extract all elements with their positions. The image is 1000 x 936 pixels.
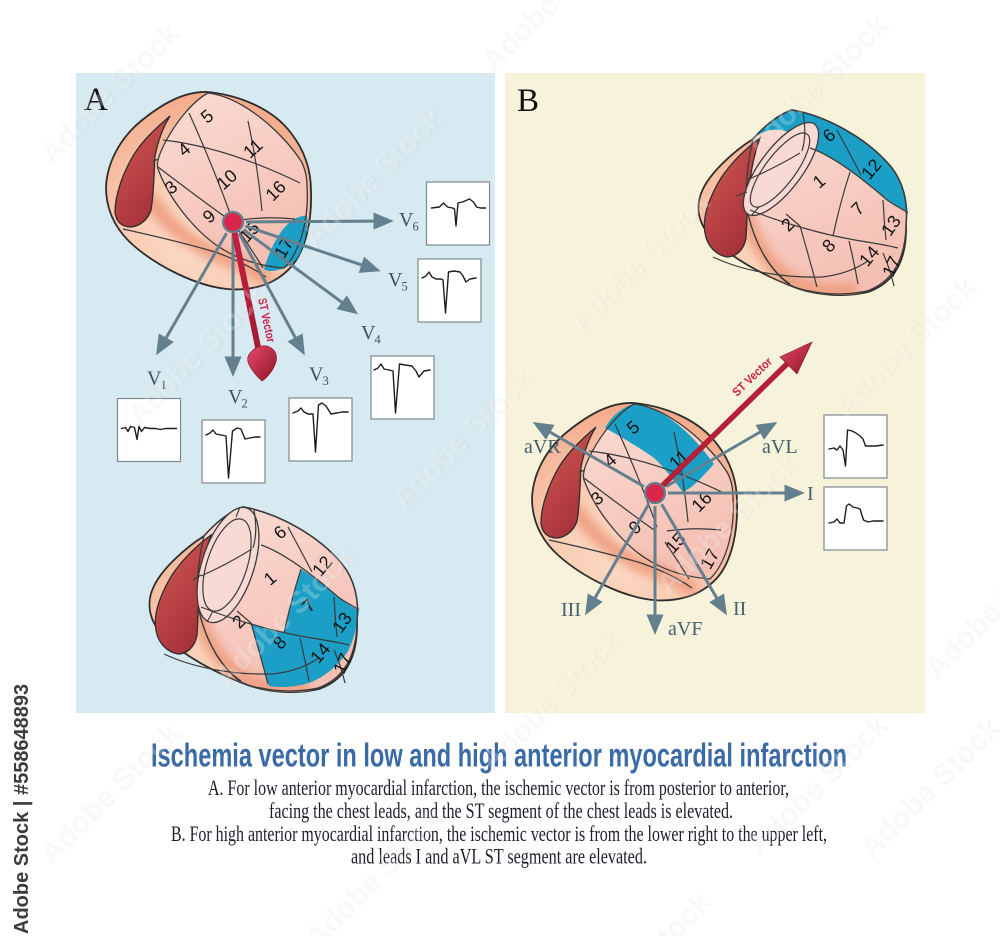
svg-text:B. For high anterior myocardia: B. For high anterior myocardial infarcti…	[171, 821, 827, 846]
svg-text:aVR: aVR	[524, 436, 561, 458]
svg-text:V: V	[147, 368, 162, 390]
svg-text:V: V	[309, 364, 324, 386]
svg-text:5: 5	[402, 280, 408, 294]
svg-text:4: 4	[375, 333, 382, 347]
svg-text:Ischemia vector in low and hig: Ischemia vector in low and high anterior…	[151, 737, 847, 774]
svg-text:facing the chest leads, and th: facing the chest leads, and the ST segme…	[269, 798, 733, 823]
svg-text:3: 3	[323, 374, 329, 388]
svg-text:aVL: aVL	[762, 436, 798, 458]
svg-text:6: 6	[413, 220, 419, 234]
svg-text:V: V	[399, 209, 414, 231]
svg-text:II: II	[733, 598, 746, 620]
svg-text:Adobe Stock | #558648893: Adobe Stock | #558648893	[11, 684, 33, 934]
svg-text:and leads I and aVL ST segment: and leads I and aVL ST segment are eleva…	[351, 844, 647, 869]
svg-text:aVF: aVF	[668, 618, 702, 640]
svg-text:B: B	[517, 83, 539, 119]
svg-text:2: 2	[242, 397, 248, 411]
svg-text:V: V	[361, 322, 376, 344]
svg-text:A: A	[84, 82, 108, 118]
svg-text:V: V	[228, 386, 243, 408]
svg-text:A. For low anterior myocardial: A. For low anterior myocardial infarctio…	[208, 775, 789, 800]
svg-text:I: I	[807, 483, 814, 505]
svg-text:V: V	[388, 269, 403, 291]
svg-text:III: III	[561, 599, 581, 621]
svg-text:1: 1	[161, 378, 167, 392]
